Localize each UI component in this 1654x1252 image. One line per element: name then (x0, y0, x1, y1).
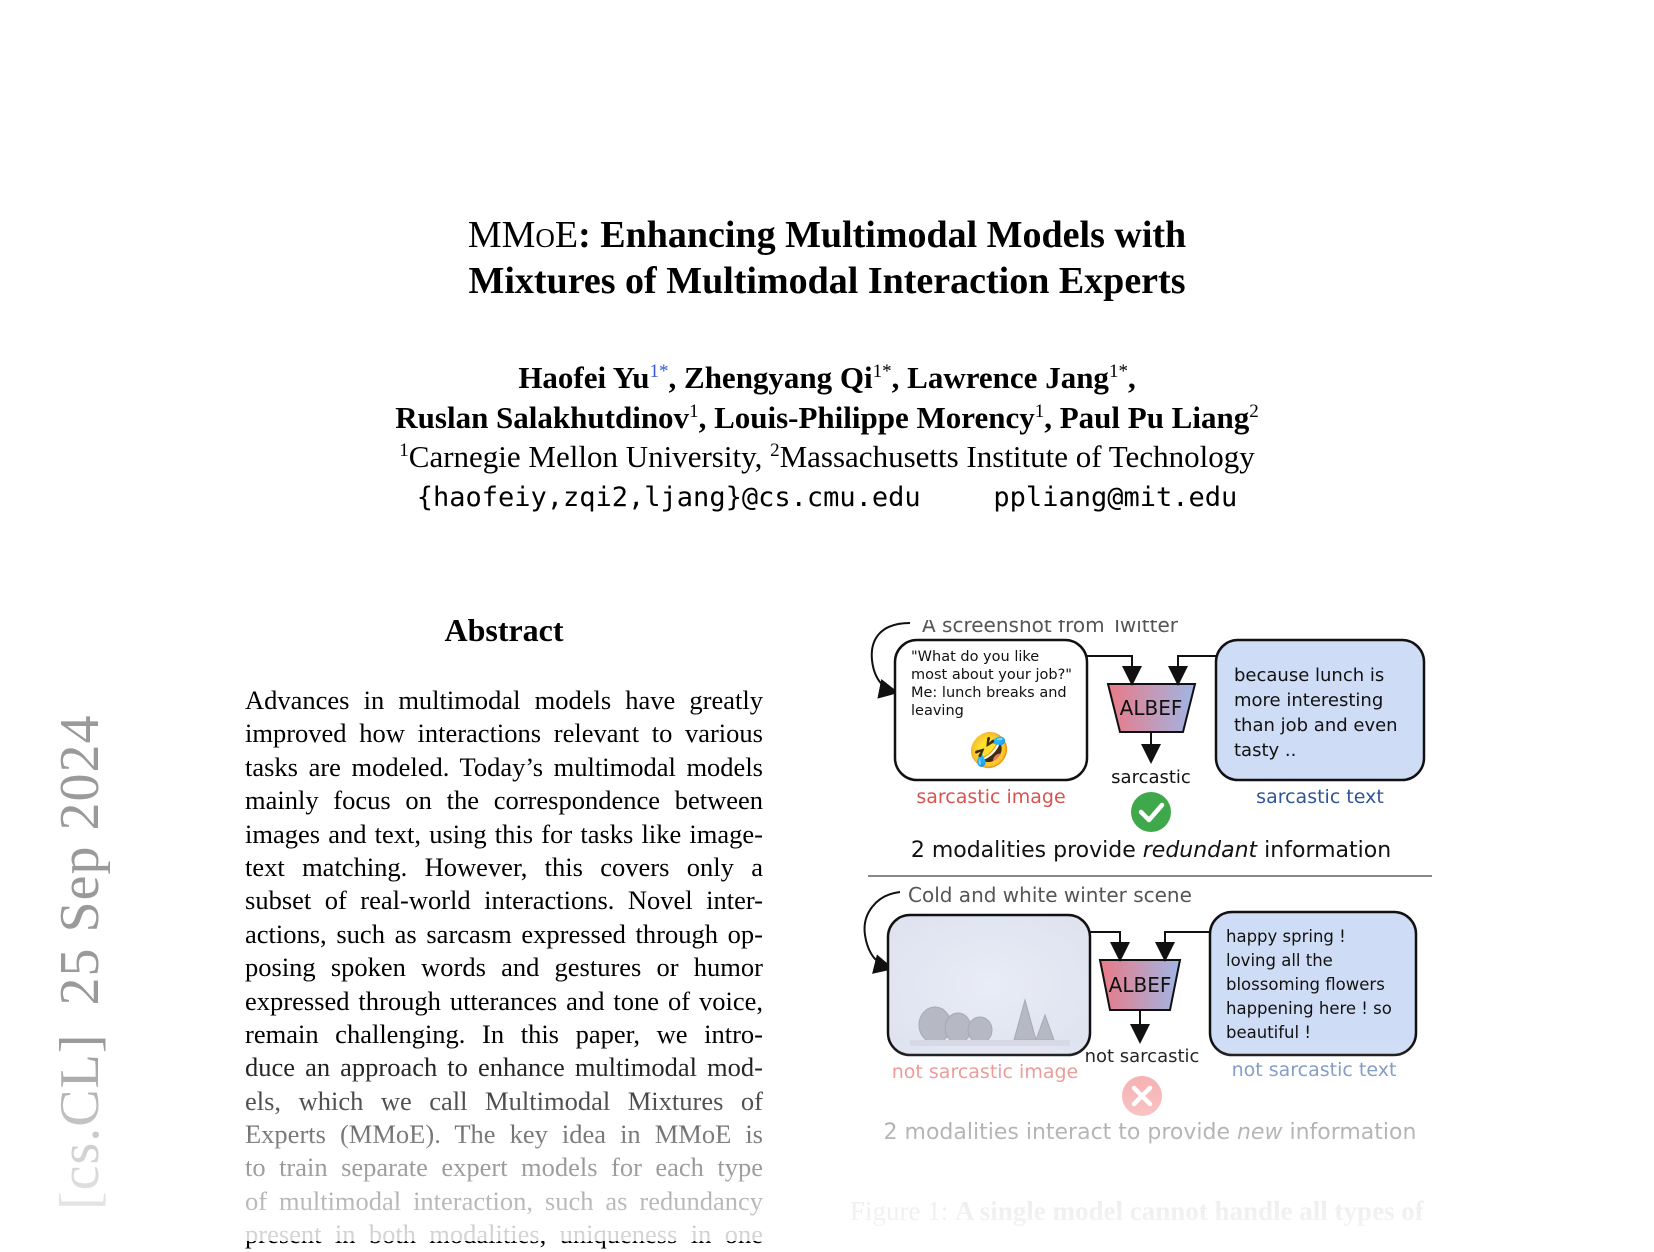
arrow-image-to-model (1087, 655, 1142, 686)
summary-post: information (1257, 838, 1391, 863)
abstract-line: tasks are modeled. Today’s multimodal mo… (245, 751, 763, 782)
abstract-line: of multimodal interaction, such as redun… (245, 1185, 763, 1216)
affil-sup: 2 (770, 440, 780, 461)
albef-label-bottom: ALBEF (1109, 973, 1172, 997)
affil-sup: 1 (399, 440, 409, 461)
abstract-line: mainly focus on the correspondence betwe… (245, 785, 763, 816)
summary-post: information (1282, 1120, 1416, 1145)
abstract-line: expressed through utterances and tone of… (245, 985, 763, 1016)
top-panel-label: A screenshot from Twitter (922, 620, 1179, 637)
text-line: than job and even (1234, 715, 1398, 736)
abstract-line: present in both modalities, uniqueness i… (245, 1219, 763, 1250)
abstract-line: remain challenging. In this paper, we in… (245, 1018, 763, 1049)
email-link[interactable]: ppliang@mit.edu (993, 482, 1238, 513)
title-line1: : Enhancing Multimodal Models with (578, 214, 1187, 256)
albef-model-top (1106, 683, 1197, 733)
tweet-line: most about your job?" (911, 667, 1072, 683)
author-sup: 1* (1108, 361, 1128, 382)
summary-pre: 2 modalities interact to provide (884, 1120, 1237, 1145)
text-box-top-content: because lunch is more interesting than j… (1234, 665, 1403, 761)
author-sup: 1 (689, 401, 699, 422)
text-line: beautiful ! (1226, 1023, 1311, 1042)
abstract-line: Advances in multimodal models have great… (245, 685, 763, 715)
bottom-summary: 2 modalities interact to provide new inf… (884, 1120, 1417, 1145)
figure-1: A screenshot from Twitter "What do you l… (863, 620, 1432, 1145)
arrow-text-to-model-b (1155, 931, 1210, 962)
abstract-line: Experts (MMoE). The key idea in MMoE is (245, 1119, 763, 1150)
top-loop-arrow (870, 622, 911, 699)
abstract-body: Advances in multimodal models have great… (245, 684, 763, 1252)
arrow-text-to-model (1168, 655, 1216, 686)
text-line: happening here ! so (1226, 999, 1392, 1018)
figure-caption: Figure 1: A single model cannot handle a… (850, 1195, 1470, 1228)
cross-icon (1122, 1076, 1162, 1116)
author-sup: 1* (872, 361, 892, 382)
tweet-line: Me: lunch breaks and (911, 685, 1067, 701)
author-sup: 2 (1249, 401, 1259, 422)
laughing-emoji-icon: 🤣 (966, 731, 1010, 772)
author-name: Haofei Yu (518, 360, 650, 395)
verdict-bottom: not sarcastic (1085, 1046, 1200, 1067)
summary-em: new (1237, 1120, 1283, 1145)
tweet-text: "What do you like most about your job?" … (911, 649, 1077, 719)
abstract-line: text matching. However, this covers only… (245, 851, 763, 882)
paper-title: MMoE: Enhancing Multimodal Models with M… (0, 212, 1654, 304)
affil-inst: Carnegie Mellon University, (408, 439, 771, 474)
affiliations: 1Carnegie Mellon University, 2Massachuse… (0, 437, 1654, 477)
author-name: Zhengyang Qi (684, 360, 873, 395)
abstract-line: to train separate expert models for each… (245, 1152, 763, 1183)
tweet-line: "What do you like (911, 649, 1039, 665)
abstract-line: subset of real-world interactions. Novel… (245, 885, 763, 916)
arxiv-category: [cs.CL] (49, 1033, 111, 1210)
top-summary: 2 modalities provide redundant informati… (911, 838, 1391, 863)
check-icon (1131, 792, 1171, 832)
author-sup: 1* (649, 361, 669, 382)
abstract-line: improved how interactions relevant to va… (245, 718, 763, 749)
text-line: because lunch is (1234, 665, 1384, 686)
not-sarcastic-text-label: not sarcastic text (1232, 1059, 1397, 1081)
not-sarcastic-image-label: not sarcastic image (892, 1061, 1078, 1083)
text-line: happy spring ! (1226, 927, 1346, 946)
emails: {haofeiy,zqi2,ljang}@cs.cmu.edu ppliang@… (0, 480, 1654, 516)
author-name: Ruslan Salakhutdinov (395, 400, 690, 435)
summary-em: redundant (1143, 838, 1259, 863)
tweet-line: leaving (911, 703, 964, 719)
arxiv-stamp: [cs.CL] 25 Sep 2024 (48, 714, 112, 1210)
affil-inst: Massachusetts Institute of Technology (779, 439, 1255, 474)
caption-bold: A single model cannot handle all types o… (955, 1196, 1424, 1226)
abstract-line: els, which we call Multimodal Mixtures o… (245, 1085, 763, 1116)
abstract-line: posing spoken words and gestures or humo… (245, 952, 763, 983)
text-box-top (1214, 638, 1426, 782)
author-name: Paul Pu Liang (1059, 400, 1250, 435)
albef-label-top: ALBEF (1120, 696, 1183, 720)
author-name: Lawrence Jang (907, 360, 1109, 395)
text-box-bottom-content: happy spring ! loving all the blossoming… (1226, 927, 1397, 1042)
sarcastic-text-label: sarcastic text (1256, 786, 1384, 808)
albef-model-bottom (1098, 959, 1182, 1011)
author-name: Louis-Philippe Morency (714, 400, 1035, 435)
text-line: more interesting (1234, 690, 1383, 711)
verdict-top: sarcastic (1111, 767, 1191, 788)
summary-pre: 2 modalities provide (911, 838, 1143, 863)
caption-label: Figure 1: (850, 1196, 955, 1226)
text-line: tasty .. (1234, 740, 1296, 761)
abstract-line: actions, such as sarcasm expressed throu… (245, 918, 763, 949)
arxiv-date: 25 Sep 2024 (49, 714, 111, 1006)
text-line: blossoming flowers (1226, 975, 1385, 994)
abstract-heading: Abstract (444, 612, 564, 648)
author-sup: 1 (1034, 401, 1045, 422)
sarcastic-image-label: sarcastic image (916, 786, 1065, 808)
text-line: loving all the (1226, 951, 1333, 970)
email-link[interactable]: {haofeiy,zqi2,ljang}@cs.cmu.edu (416, 482, 921, 513)
tweet-box (893, 638, 1089, 782)
abstract-line: duce an approach to enhance multimodal m… (245, 1052, 763, 1083)
title-line2: Mixtures of Multimodal Interaction Exper… (468, 260, 1186, 302)
author-list: Haofei Yu1*, Zhengyang Qi1*, Lawrence Ja… (395, 360, 1259, 435)
title-acronym: MMoE (467, 214, 579, 256)
bottom-panel-label: Cold and white winter scene (908, 883, 1192, 907)
bottom-loop-arrow (863, 891, 901, 974)
abstract-line: images and text, using this for tasks li… (245, 818, 763, 849)
arrow-image-to-model-b (1090, 931, 1130, 962)
